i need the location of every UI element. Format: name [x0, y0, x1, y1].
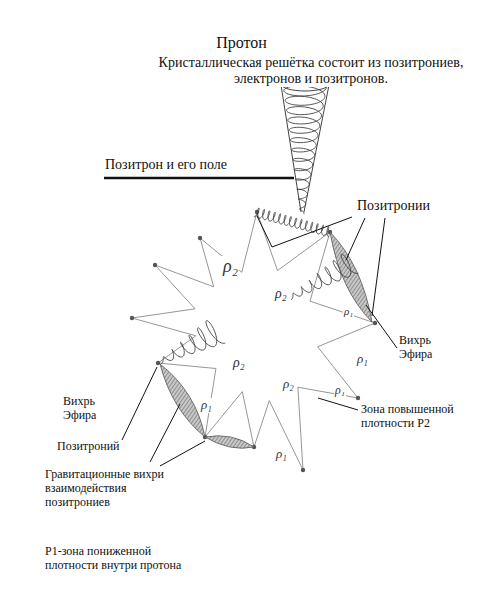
star-point — [198, 236, 202, 240]
title: Протон — [0, 34, 487, 52]
star-outline — [132, 212, 375, 470]
density-mark: ρ₁ — [200, 398, 213, 413]
ether-vortex-coils — [161, 86, 359, 364]
star-point — [130, 316, 134, 320]
density-mark: ρ₂ — [282, 377, 295, 392]
callout-label: Вихрь Эфира — [62, 395, 116, 423]
density-mark: ρ₂ — [222, 256, 239, 277]
callout-label: Позитроний — [56, 440, 120, 454]
star-point — [153, 263, 157, 267]
density-mark: ρ₁ — [275, 447, 288, 462]
callout-label: Гравитационные вихри взаимодействия пози… — [44, 468, 188, 509]
gravity-vortices — [160, 232, 372, 448]
callout-label: Вихрь Эфира — [398, 334, 452, 362]
callout-label: Позитрон и его поле — [104, 157, 228, 173]
callout-label: P1-зона пониженной плотности внутри прот… — [44, 545, 206, 573]
vortex-coil — [161, 321, 225, 364]
subtitle: Кристаллическая решётка состоит из позит… — [145, 55, 477, 87]
callout-label: Зона повышенной плотности P2 — [360, 403, 482, 431]
vortex-coil — [291, 254, 359, 300]
proton-star — [130, 210, 377, 472]
leader-lines — [104, 178, 397, 466]
density-mark: ρ₁ — [356, 352, 369, 367]
star-point — [156, 361, 160, 365]
callout-label: Позитронии — [356, 198, 431, 214]
density-mark: ρ₂ — [232, 355, 246, 371]
density-mark: ρ₁ — [334, 384, 346, 398]
vortex-coil — [284, 86, 327, 214]
density-mark: ρ₂ — [274, 286, 288, 302]
star-point — [301, 468, 305, 472]
star-point — [356, 396, 360, 400]
star-point — [373, 321, 377, 325]
density-mark: ρ₁ — [343, 305, 354, 318]
